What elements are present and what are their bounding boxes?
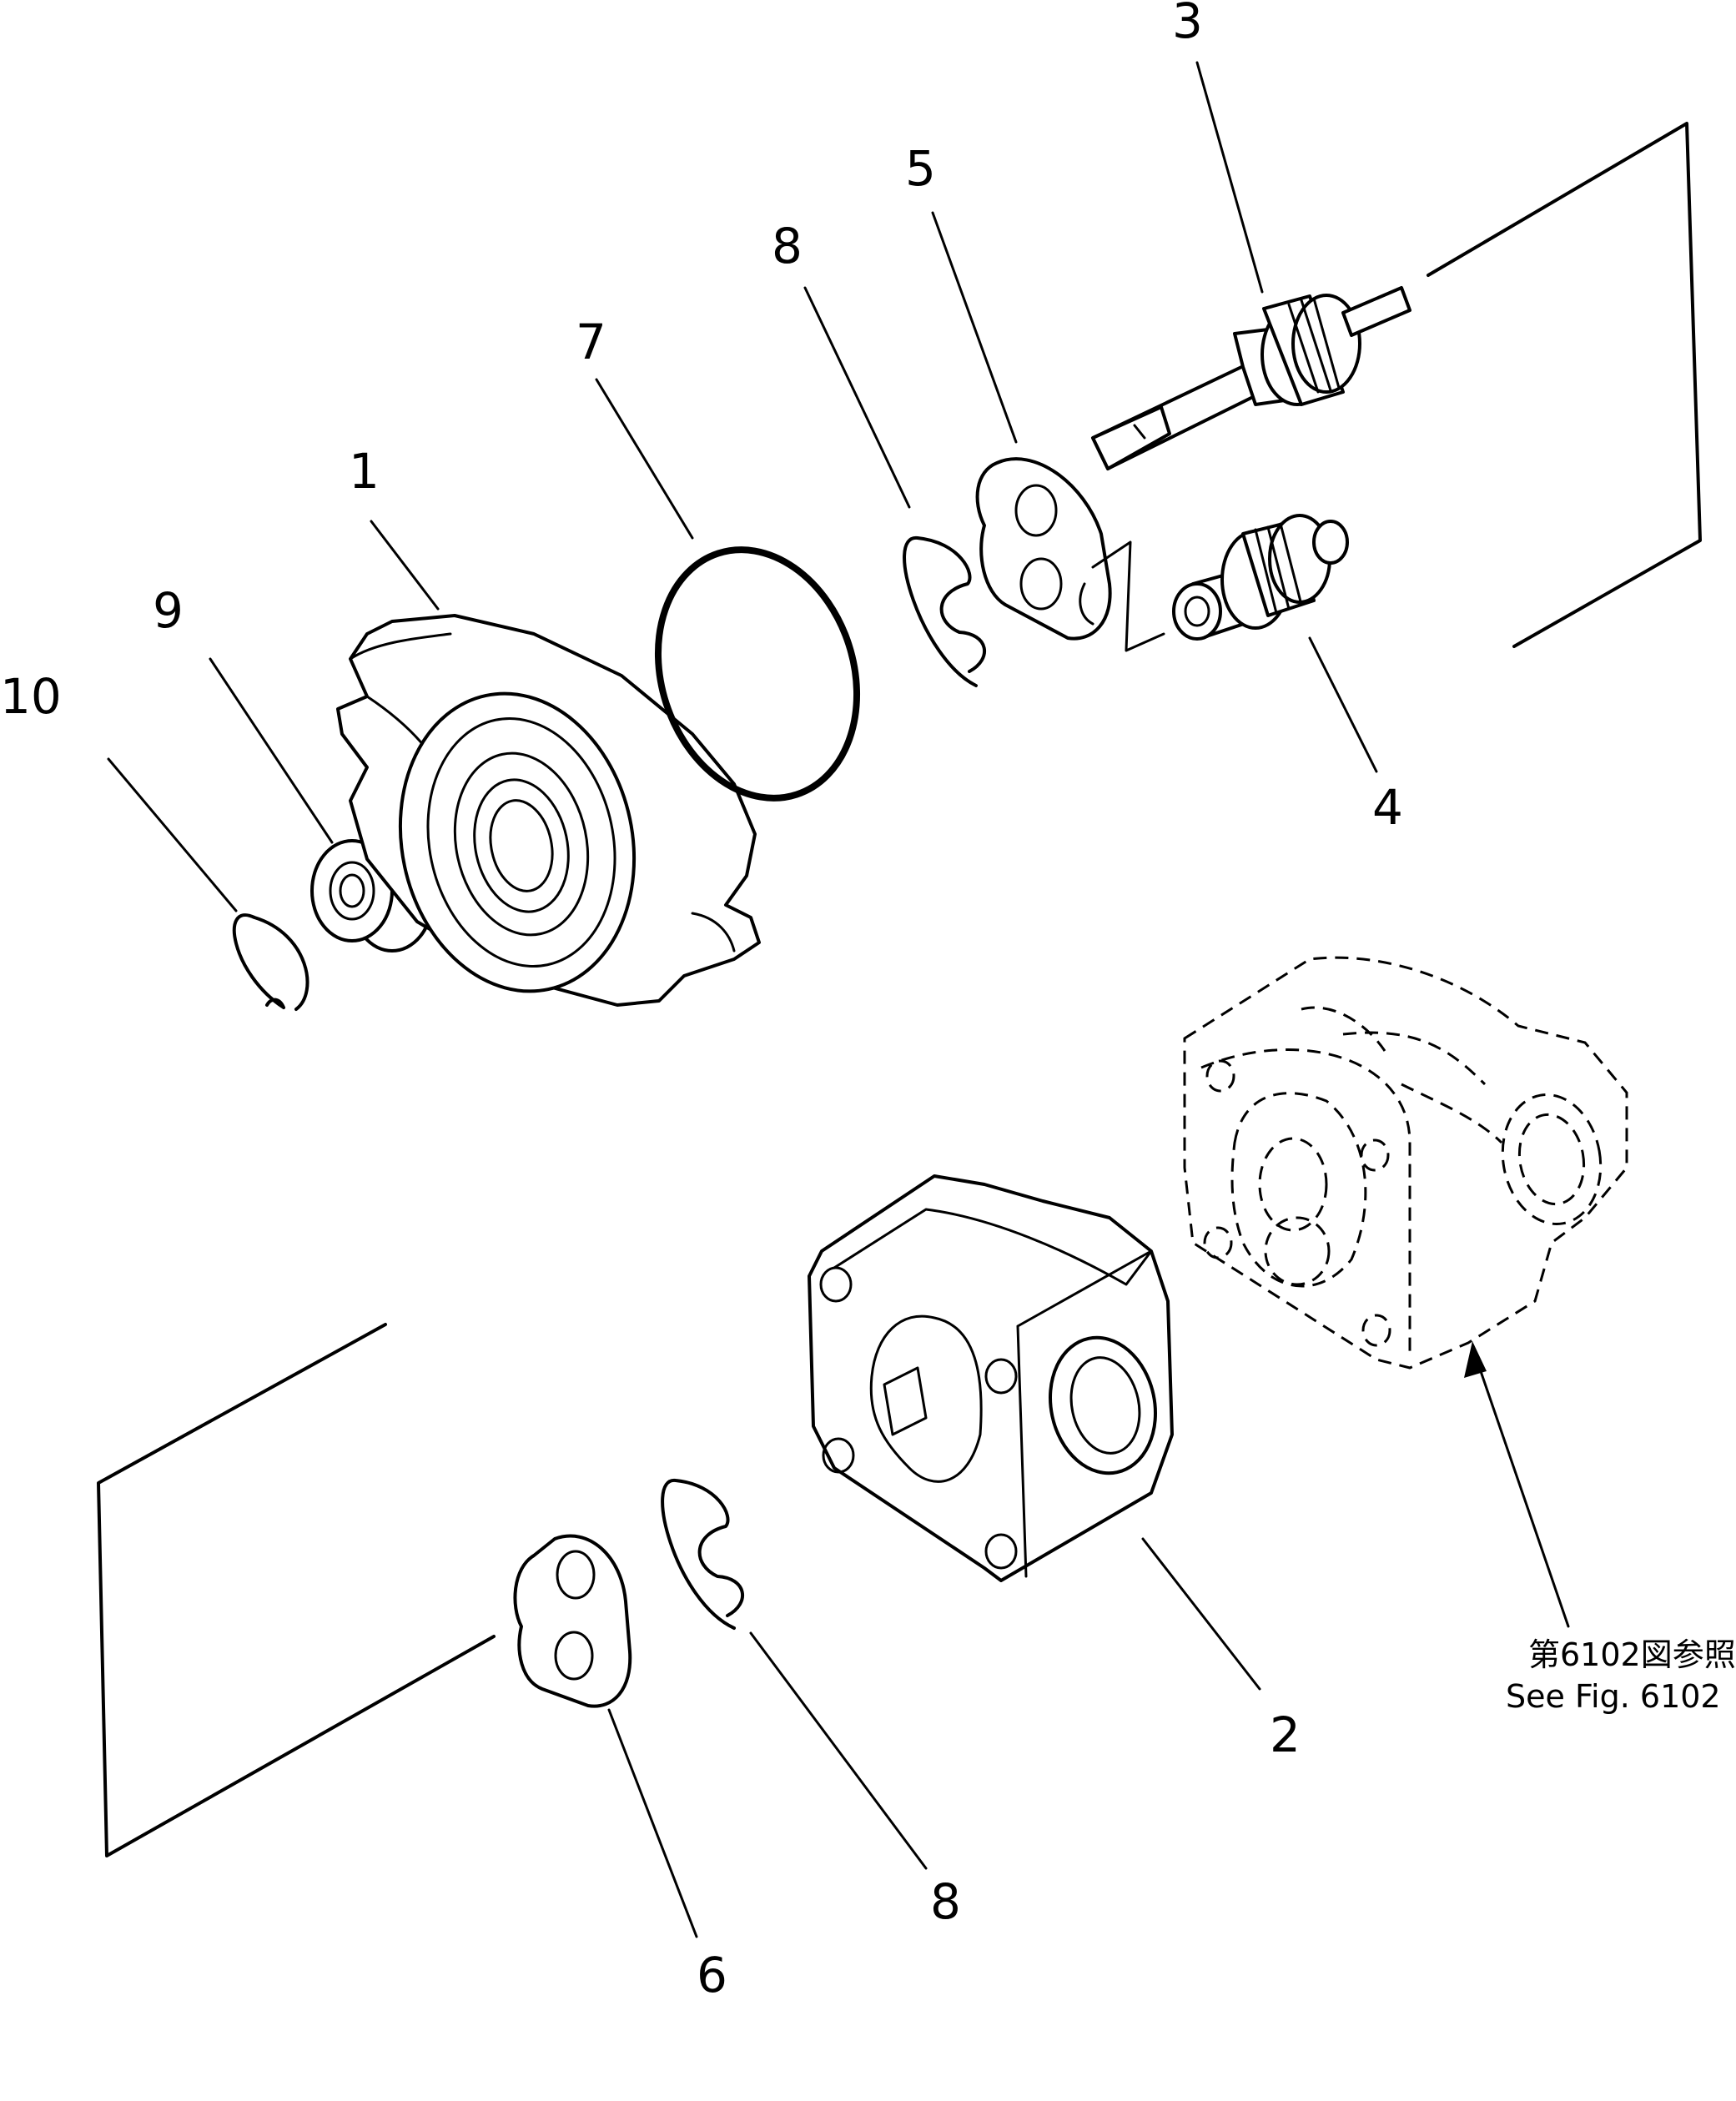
callout-8-bottom: 8 [930, 1873, 961, 1930]
seal-part-8-top [903, 535, 986, 687]
callout-5: 5 [905, 140, 936, 197]
reference-housing-dashed [1183, 956, 1628, 1370]
lower-bracket-line [97, 1323, 496, 1857]
reference-note: 第6102図参照 See Fig. 6102 [1506, 1636, 1736, 1715]
callout-10: 10 [0, 668, 62, 725]
callout-8-top: 8 [772, 218, 803, 274]
reference-note-en: See Fig. 6102 [1506, 1678, 1721, 1715]
o-ring-part-7 [654, 546, 861, 802]
wear-plate-part-5 [975, 457, 1112, 641]
driven-gear-part-4 [1172, 514, 1349, 641]
wear-plate-part-6 [513, 1534, 632, 1708]
snap-ring-part-10 [232, 913, 309, 1011]
callout-2: 2 [1270, 1706, 1301, 1763]
seal-part-8-bottom [661, 1478, 744, 1630]
leader-lines [107, 61, 1570, 1938]
callout-4: 4 [1372, 779, 1403, 836]
callout-9: 9 [153, 582, 184, 639]
reference-note-jp: 第6102図参照 [1528, 1636, 1736, 1673]
flange-cover-part-1 [336, 614, 761, 1007]
callout-1: 1 [349, 443, 380, 500]
assembly-zigzag-line [1091, 540, 1165, 652]
gear-housing-part-2 [808, 1174, 1174, 1582]
callout-3: 3 [1172, 0, 1203, 49]
callout-labels: 10 9 1 7 8 5 3 4 2 8 6 [0, 0, 1403, 2003]
drive-shaft-part-3 [1091, 286, 1411, 470]
upper-bracket-line [1427, 122, 1702, 648]
callout-6: 6 [697, 1947, 727, 2003]
callout-7: 7 [576, 314, 606, 370]
